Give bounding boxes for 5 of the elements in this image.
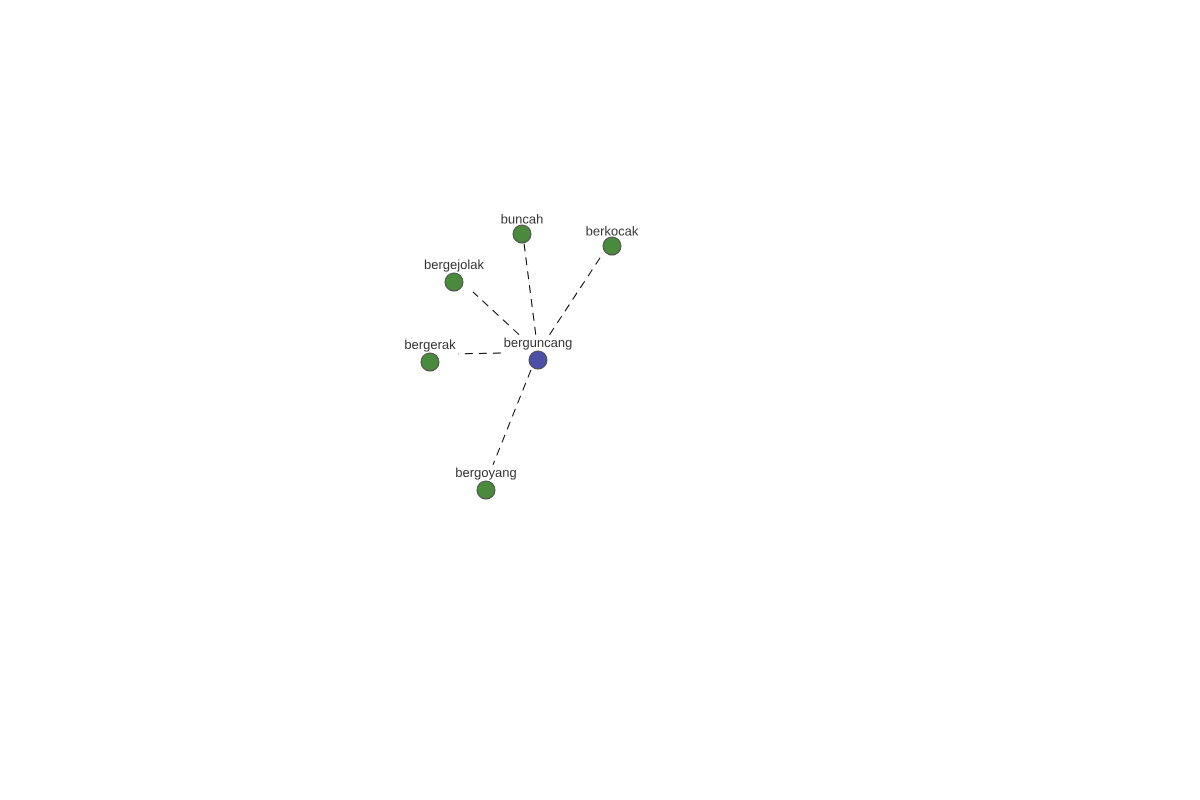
- dashed-line: [457, 352, 502, 355]
- dashed-line: [472, 291, 520, 336]
- dashed-line: [549, 255, 602, 336]
- dashed-line: [492, 369, 532, 466]
- dashed-line: [523, 243, 537, 336]
